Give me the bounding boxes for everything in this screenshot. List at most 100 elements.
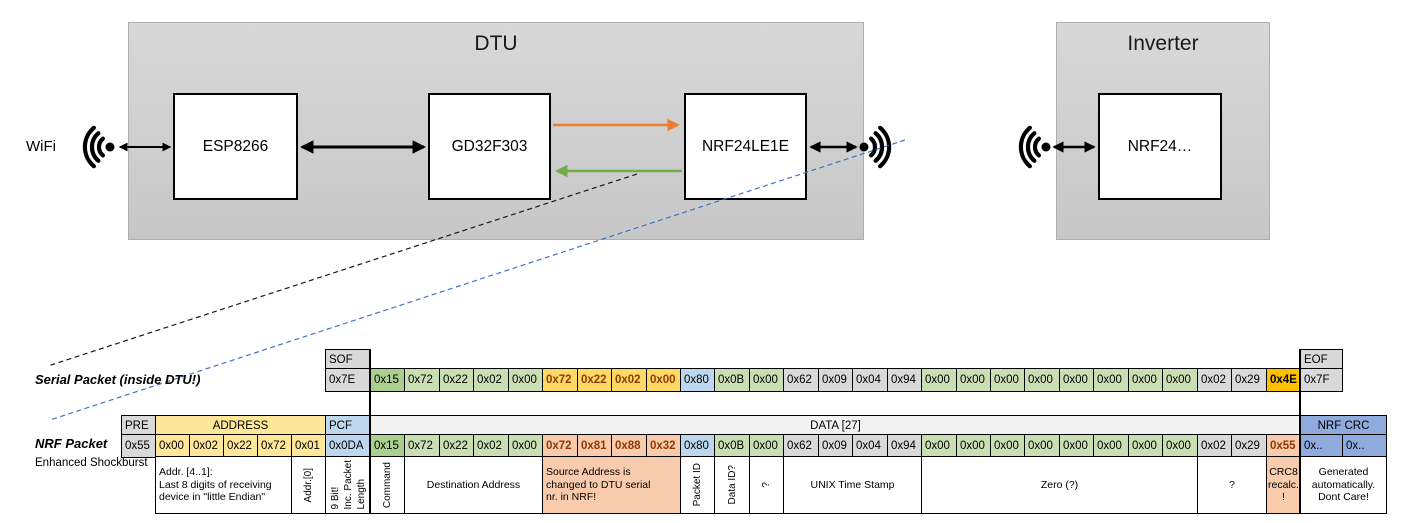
packet-header-cell: SOF	[325, 349, 371, 370]
packet-byte-cell: 0x00	[155, 434, 190, 458]
inverter-block: Inverter	[1056, 22, 1270, 240]
cell-text: 0x22	[581, 374, 607, 386]
cell-text: 0x00	[1097, 374, 1122, 386]
cell-text: 0x80	[684, 440, 709, 452]
cell-text: 0x00	[159, 440, 184, 452]
packet-header-cell: PRE	[121, 415, 156, 436]
cell-text: 0x02	[1201, 374, 1226, 386]
cell-text: 0x04	[856, 440, 881, 452]
cell-text: Addr.[0]	[303, 467, 314, 503]
packet-annotation-cell: UNIX Time Stamp	[783, 456, 922, 514]
cell-text: 0x09	[822, 440, 847, 452]
packet-byte-cell: 0x00	[1059, 368, 1094, 392]
packet-byte-cell: 0x94	[887, 368, 922, 392]
cell-text: 0x02	[193, 440, 218, 452]
cell-text: 0x80	[684, 374, 709, 386]
cell-text: UNIX Time Stamp	[810, 478, 895, 491]
cell-text: 0x00	[960, 374, 985, 386]
cell-text: 0x29	[1235, 440, 1260, 452]
cell-text: 0x72	[261, 440, 286, 452]
packet-byte-cell: 0x00	[990, 434, 1025, 458]
cell-text: 0x00	[960, 440, 985, 452]
packet-byte-cell: 0x00	[1162, 434, 1198, 458]
packet-byte-cell: 0x00	[921, 434, 957, 458]
cell-text: 0x02	[615, 374, 641, 386]
packet-annotation-cell: ?	[749, 456, 784, 514]
packet-annotation-cell: Data ID?	[714, 456, 750, 514]
packet-byte-cell: 0x01	[291, 434, 326, 458]
enhanced-shockburst-label: Enhanced Shockburst	[35, 457, 148, 469]
packet-byte-cell: 0x00	[1093, 434, 1129, 458]
packet-byte-cell: 0x..	[1342, 434, 1387, 458]
cell-text: 0x0B	[718, 440, 745, 452]
packet-byte-cell: 0x62	[783, 368, 819, 392]
packet-byte-cell: 0x00	[1024, 434, 1060, 458]
packet-annotation-cell: 9 Bit! Inc. Packet Length	[325, 456, 371, 514]
packet-annotation-cell: CRC8 recalc. !	[1266, 456, 1301, 514]
cell-text: 0x94	[891, 374, 916, 386]
inverter-nrf24-label: NRF24…	[1127, 137, 1193, 155]
cell-text: 0x00	[1166, 374, 1191, 386]
packet-byte-cell: 0x4E	[1266, 368, 1301, 392]
packet-byte-cell: 0x15	[370, 368, 405, 392]
cell-text: PRE	[125, 419, 149, 432]
packet-byte-cell: 0x00	[1059, 434, 1094, 458]
cell-text: 0x81	[581, 440, 607, 452]
packet-byte-cell: 0x00	[749, 368, 784, 392]
packet-byte-cell: 0x55	[121, 434, 156, 458]
packet-header-cell: DATA [27]	[370, 415, 1301, 436]
gd32f303-label: GD32F303	[451, 137, 528, 155]
data-boundary-left	[369, 349, 371, 514]
cell-text: 0x62	[787, 374, 812, 386]
packet-byte-cell: 0x32	[646, 434, 681, 458]
cell-text: Source Address is changed to DTU serial …	[546, 466, 651, 504]
cell-text: 0x4E	[1270, 374, 1297, 386]
packet-annotation-cell: Source Address is changed to DTU serial …	[542, 456, 681, 514]
inverter-nrf24-box: NRF24…	[1098, 93, 1222, 200]
packet-byte-cell: 0x02	[1197, 368, 1232, 392]
packet-byte-cell: 0x04	[852, 368, 888, 392]
cell-text: 0x15	[374, 440, 399, 452]
packet-annotation-cell: Packet ID	[680, 456, 715, 514]
packet-header-cell: NRF CRC	[1300, 415, 1387, 436]
packet-byte-cell: 0x00	[990, 368, 1025, 392]
packet-byte-cell: 0x7E	[325, 368, 371, 392]
packet-byte-cell: 0x62	[783, 434, 819, 458]
cell-text: 0x..	[1346, 440, 1365, 452]
cell-text: 0x02	[477, 374, 502, 386]
packet-byte-cell: 0x0DA	[325, 434, 371, 458]
packet-byte-cell: 0x02	[473, 434, 509, 458]
packet-byte-cell: 0x00	[508, 434, 543, 458]
cell-text: ?	[1229, 478, 1235, 491]
packet-byte-cell: 0x0B	[714, 368, 750, 392]
packet-byte-cell: 0x29	[1231, 434, 1267, 458]
cell-text: 0x00	[1166, 440, 1191, 452]
cell-text: 0x29	[1235, 374, 1260, 386]
cell-text: 0x94	[891, 440, 916, 452]
packet-byte-cell: 0x00	[956, 368, 991, 392]
packet-annotation-cell: Generated automatically. Dont Care!	[1300, 456, 1387, 514]
cell-text: 0x00	[1028, 440, 1053, 452]
cell-text: 0x01	[295, 440, 320, 452]
packet-byte-cell: 0x00	[1024, 368, 1060, 392]
cell-text: 0x72	[546, 374, 572, 386]
packet-byte-cell: 0x15	[370, 434, 405, 458]
cell-text: 0x0DA	[329, 440, 364, 452]
cell-text: 0x72	[546, 440, 572, 452]
packet-byte-cell: 0x02	[1197, 434, 1232, 458]
cell-text: 0x02	[477, 440, 502, 452]
cell-text: 0x00	[925, 440, 950, 452]
packet-annotation-cell: Command	[370, 456, 405, 514]
cell-text: 0x00	[925, 374, 950, 386]
packet-annotation-cell: Addr.[0]	[291, 456, 326, 514]
cell-text: 0x00	[1063, 374, 1088, 386]
packet-byte-cell: 0x72	[542, 434, 578, 458]
packet-byte-cell: 0x09	[818, 434, 853, 458]
cell-text: Packet ID	[692, 463, 703, 507]
cell-text: 0x22	[227, 440, 252, 452]
packet-byte-cell: 0x72	[542, 368, 578, 392]
packet-byte-cell: 0x72	[404, 368, 440, 392]
cell-text: 0x55	[125, 440, 150, 452]
packet-byte-cell: 0x04	[852, 434, 888, 458]
dtu-title: DTU	[474, 32, 518, 55]
